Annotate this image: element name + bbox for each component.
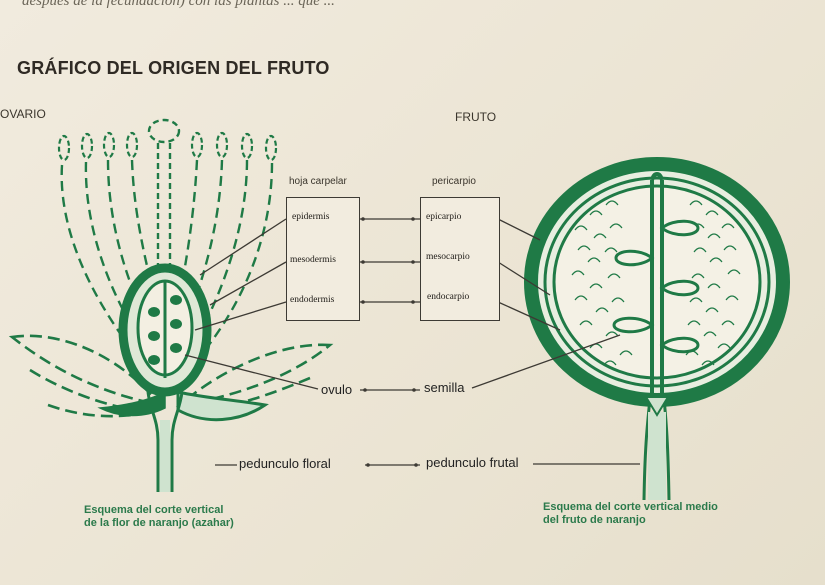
fruit-caption-line-1: Esquema del corte vertical medio [543, 501, 718, 513]
layer-mesodermis: mesodermis [290, 255, 336, 265]
flower-caption: Esquema del corte vertical de la flor de… [84, 504, 234, 530]
layer-endocarpio: endocarpio [427, 292, 470, 302]
flower-drawing [8, 118, 334, 492]
ovary [118, 263, 212, 397]
top-cropped-text: despues de la fecundación) con las plant… [22, 0, 335, 9]
flower-caption-line-1: Esquema del corte vertical [84, 504, 224, 516]
ovule-label: ovulo [321, 382, 353, 397]
carpel-layers-box [286, 197, 360, 321]
diagram-title: GRÁFICO DEL ORIGEN DEL FRUTO [17, 58, 330, 78]
layer-epicarpio: epicarpio [426, 212, 462, 222]
layer-endodermis: endodermis [290, 295, 335, 305]
flower-caption-line-2: de la flor de naranjo (azahar) [84, 517, 234, 529]
floral-peduncle-label: pedunculo floral [239, 456, 331, 471]
seed-label: semilla [424, 380, 465, 395]
connector-lines [184, 218, 640, 466]
connector-dots [361, 217, 418, 467]
fruit-drawing [524, 157, 790, 501]
fruit-label: FRUTO [455, 110, 497, 124]
fruit-caption: Esquema del corte vertical medio del fru… [543, 501, 718, 527]
anthers [57, 131, 278, 162]
fruit-caption-line-2: del fruto de naranjo [543, 514, 646, 526]
layer-mesocarpio: mesocarpio [426, 252, 470, 262]
ovary-label: OVARIO [0, 107, 46, 121]
seeds [612, 219, 700, 354]
fruit-peduncle-label: pedunculo frutal [426, 455, 519, 470]
pulp-texture [571, 200, 741, 366]
pericarp-layers-box [420, 197, 500, 321]
carpel-leaf-header: hoja carpelar [289, 176, 347, 187]
layer-epidermis: epidermis [292, 212, 330, 222]
pericarp-header: pericarpio [432, 176, 476, 187]
pistil-style [147, 118, 181, 270]
